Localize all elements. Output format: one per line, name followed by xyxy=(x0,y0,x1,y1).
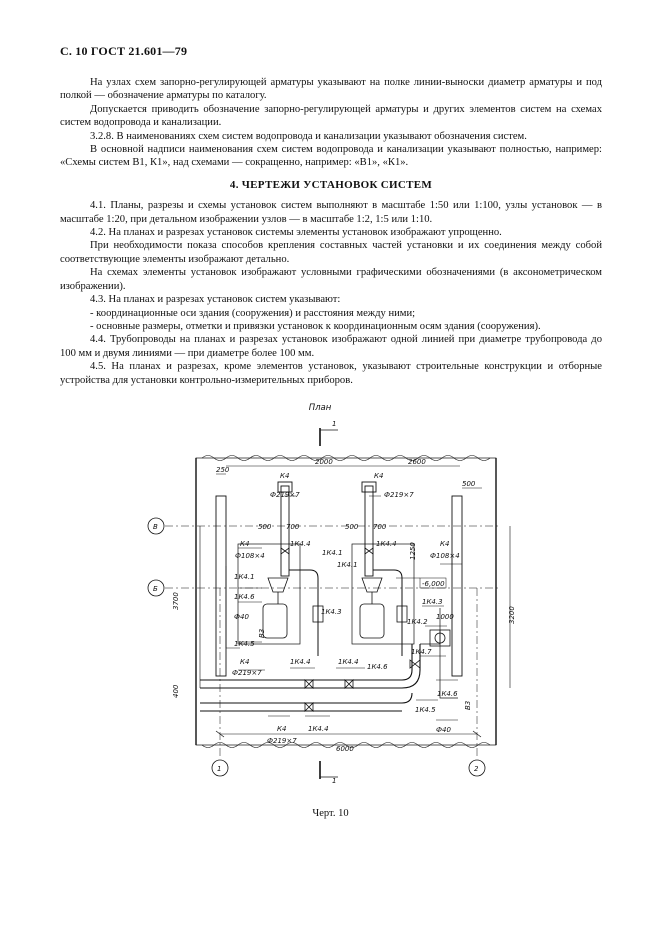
pipe-label: 1К4.2 xyxy=(407,618,428,626)
pipe-label: 1К4.3 xyxy=(321,608,342,616)
paragraph: Допускается приводить обозначение запорн… xyxy=(60,103,602,129)
axis-2-label: 2 xyxy=(474,765,479,773)
pipe-label: К4 xyxy=(440,540,449,548)
pipe-label: В3 xyxy=(464,701,472,710)
pipe-label: 1К4.4 xyxy=(376,540,397,548)
list-item: - основные размеры, отметки и привязки у… xyxy=(90,320,541,332)
paragraph: В основной надписи наименования схем сис… xyxy=(60,144,602,169)
paragraph: 4.2. На планах и разрезах установок сист… xyxy=(90,227,502,239)
paragraph: 3.2.8. В наименованиях схем систем водоп… xyxy=(90,130,527,142)
dim-250: 250 xyxy=(216,466,230,474)
pipe-label: Ф40 xyxy=(436,726,451,734)
pipe-label: К4 xyxy=(277,725,286,733)
pipe-label: Ф40 xyxy=(234,613,249,621)
pipe-label: 1К4.7 xyxy=(411,648,432,656)
pipe-label: В3 xyxy=(258,629,266,638)
paragraph: На схемах элементы установок изображают … xyxy=(60,267,602,292)
dim-700-mid: 700 xyxy=(373,523,387,531)
level-mark: -6,000 xyxy=(422,580,445,588)
pipe-label: Ф108×4 xyxy=(235,552,265,560)
document-body: На узлах схем запорно-регулирующей армат… xyxy=(60,76,602,387)
pipe-label: 1К4.6 xyxy=(234,593,255,601)
pipe-label: Ф219×7 xyxy=(232,669,262,677)
paragraph: 4.4. Трубопроводы на планах и разрезах у… xyxy=(60,334,602,359)
paragraph: При необходимости показа способов крепле… xyxy=(60,240,602,265)
pipe-label: К4 xyxy=(280,472,289,480)
figure-caption: Черт. 10 xyxy=(312,808,349,819)
dim-6000: 6000 xyxy=(336,745,354,753)
dim-3200: 3200 xyxy=(508,606,516,624)
dim-500-right: 500 xyxy=(462,480,476,488)
pipe-label: Ф219×7 xyxy=(270,491,300,499)
axis-1-label: 1 xyxy=(217,765,221,773)
paragraph: 4.3. На планах и разрезах установок сист… xyxy=(90,294,341,306)
pipe-label: 1К4.4 xyxy=(338,658,359,666)
dim-500-mid: 500 xyxy=(345,523,359,531)
drawing-title: План xyxy=(309,403,332,413)
paragraph: На узлах схем запорно-регулирующей армат… xyxy=(60,77,602,102)
section-mark-top: 1 xyxy=(332,420,336,428)
dim-700-left: 700 xyxy=(286,523,300,531)
pipe-label: 1К4.5 xyxy=(415,706,436,714)
pipe-label: К4 xyxy=(240,540,249,548)
pipe-label: 1К4.6 xyxy=(367,663,388,671)
pipe-label: 1К4.4 xyxy=(308,725,329,733)
pipe-label: К4 xyxy=(374,472,383,480)
pipe-label: 1К4.1 xyxy=(322,549,343,557)
pipe-label: К4 xyxy=(240,658,249,666)
section-mark-bottom: 1 xyxy=(332,777,336,785)
pipe-label: 1К4.4 xyxy=(290,658,311,666)
paragraph: 4.5. На планах и разрезах, кроме элемент… xyxy=(60,361,602,386)
pipe-label: 1К4.1 xyxy=(234,573,255,581)
pipe-label: Ф219×7 xyxy=(384,491,414,499)
axis-b-label: Б xyxy=(153,585,158,593)
dim-2600: 2600 xyxy=(408,458,426,466)
pipe-label: 1К4.5 xyxy=(234,640,255,648)
dim-400: 400 xyxy=(172,684,180,698)
section-title: 4. ЧЕРТЕЖИ УСТАНОВОК СИСТЕМ xyxy=(229,178,433,191)
pipe-label: 1К4.4 xyxy=(290,540,311,548)
pipe-label: 1К4.3 xyxy=(422,598,443,606)
paragraph: 4.1. Планы, разрезы и схемы установок си… xyxy=(60,200,602,225)
plan-drawing: План 1 1 250 2000 2600 500 500 700 500 7… xyxy=(140,398,540,788)
dim-3700: 3700 xyxy=(172,592,180,610)
page-header: С. 10 ГОСТ 21.601—79 xyxy=(60,44,188,58)
dim-500-left: 500 xyxy=(258,523,272,531)
axis-v-label: В xyxy=(153,523,158,531)
plan-drawing-svg: План 1 1 250 2000 2600 500 500 700 500 7… xyxy=(147,403,516,785)
pipe-label: 1К4.1 xyxy=(337,561,358,569)
dim-2000: 2000 xyxy=(315,458,333,466)
list-item: - координационные оси здания (сооружения… xyxy=(90,307,416,319)
pipe-label: 1К4.6 xyxy=(437,690,458,698)
dim-1250: 1250 xyxy=(409,542,417,560)
dim-1000: 1000 xyxy=(436,613,454,621)
pipe-label: Ф219×7 xyxy=(267,737,297,745)
pipe-label: Ф108×4 xyxy=(430,552,460,560)
